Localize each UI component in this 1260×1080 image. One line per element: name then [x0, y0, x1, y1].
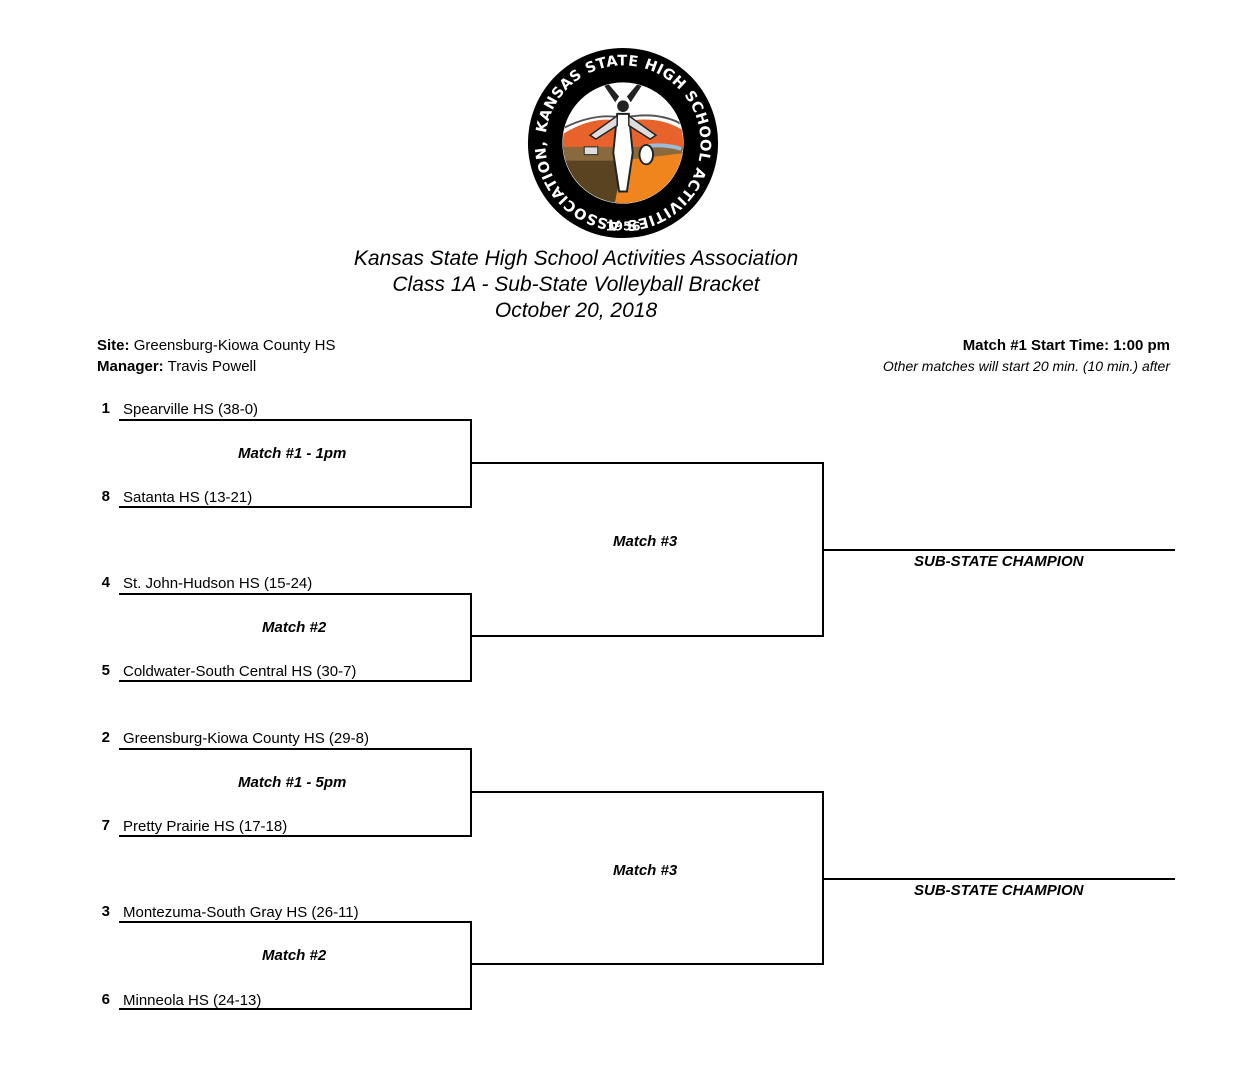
bracket-line [470, 462, 824, 464]
seed-number: 1 [101, 400, 110, 417]
team-name: Minneola HS (24-13) [123, 992, 262, 1009]
seed-number: 4 [101, 574, 110, 591]
bracket-line [470, 921, 472, 1010]
site-value: Greensburg-Kiowa County HS [133, 337, 336, 354]
site-label: Site: [97, 337, 130, 354]
bracket-line [822, 878, 1175, 880]
bracket-line [119, 835, 472, 837]
match-label: Match #1 - 5pm [238, 774, 347, 791]
start-time: Match #1 Start Time: 1:00 pm [963, 335, 1170, 356]
match-label: Match #2 [262, 947, 327, 964]
bracket-line [119, 506, 472, 508]
match-label: Match #3 [613, 533, 678, 550]
team-name: Satanta HS (13-21) [123, 489, 253, 506]
match-label: Match #2 [262, 619, 327, 636]
seed-number: 5 [101, 662, 110, 679]
seed-number: 8 [101, 488, 110, 505]
start-value: 1:00 pm [1113, 337, 1170, 354]
bracket-line [470, 791, 824, 793]
match-label: Match #3 [613, 862, 678, 879]
champion-label: SUB-STATE CHAMPION [914, 553, 1084, 570]
bracket-line [119, 1008, 472, 1010]
team-name: Spearville HS (38-0) [123, 401, 259, 418]
team-name: Pretty Prairie HS (17-18) [123, 818, 288, 835]
kshsaa-logo: KANSAS STATE HIGH SCHOOL ACTIVITIES ASSO… [526, 46, 719, 239]
manager-label: Manager: [97, 358, 164, 375]
bracket-line [822, 549, 1175, 551]
champion-label: SUB-STATE CHAMPION [914, 882, 1084, 899]
bracket-line [119, 680, 472, 682]
seed-number: 3 [101, 903, 110, 920]
bracket-line [119, 419, 472, 421]
team-name: Montezuma-South Gray HS (26-11) [123, 904, 359, 921]
team-name: St. John-Hudson HS (15-24) [123, 575, 313, 592]
bracket-line [470, 963, 824, 965]
seed-number: 6 [101, 991, 110, 1008]
title-line-3: October 20, 2018 [494, 299, 658, 322]
manager-value: Travis Powell [167, 358, 257, 375]
site-info: Site: Greensburg-Kiowa County HS [97, 335, 335, 356]
team-name: Greensburg-Kiowa County HS (29-8) [123, 730, 369, 747]
title-line-1: Kansas State High School Activities Asso… [353, 247, 799, 270]
svg-text:1956: 1956 [605, 218, 640, 233]
bracket-line [119, 748, 472, 750]
start-note: Other matches will start 20 min. (10 min… [882, 358, 1170, 374]
manager-info: Manager: Travis Powell [97, 356, 256, 377]
bracket-line [119, 593, 472, 595]
title-line-2: Class 1A - Sub-State Volleyball Bracket [392, 273, 760, 296]
seed-number: 2 [101, 729, 110, 746]
seed-number: 7 [101, 817, 110, 834]
team-name: Coldwater-South Central HS (30-7) [123, 663, 357, 680]
bracket-line [470, 635, 824, 637]
match-label: Match #1 - 1pm [238, 445, 347, 462]
bracket-line [119, 921, 472, 923]
start-label: Match #1 Start Time: [962, 337, 1110, 354]
bracket-line [470, 593, 472, 682]
